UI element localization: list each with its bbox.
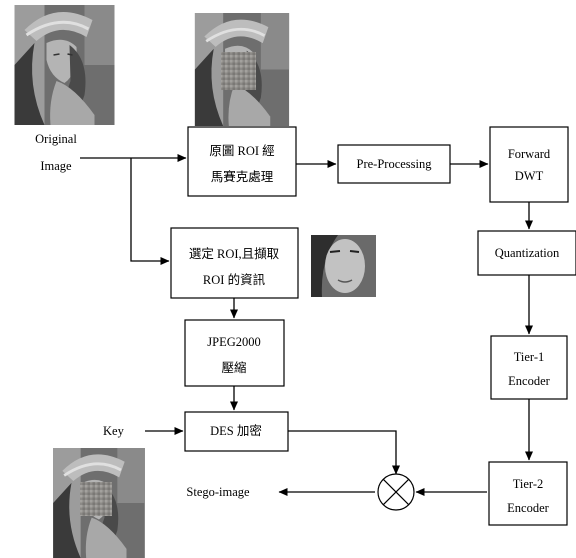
forward-label-line2: DWT [515, 169, 544, 183]
original-image [12, 5, 117, 125]
mosaic-label-line2: 馬賽克處理 [211, 169, 274, 184]
arrow-original-to-select-roi [130, 158, 170, 265]
quantization-box [477, 230, 576, 276]
mosaic-label-line1: 原圖 ROI 經 [209, 144, 274, 158]
tier2-label-line2: Encoder [507, 501, 549, 515]
stego-image [51, 448, 147, 558]
tier1-encoder-box [490, 335, 568, 400]
mosaic-image [193, 13, 291, 126]
tier2-encoder-box [488, 461, 568, 526]
xor-combiner [377, 473, 415, 511]
connectors [80, 154, 533, 496]
preprocessing-box [337, 144, 451, 184]
original-label-line2: Image [40, 159, 72, 173]
select-roi-label-line2: ROI 的資訊 [203, 272, 266, 287]
tier2-label-line1: Tier-2 [513, 477, 544, 491]
tier1-label-line1: Tier-1 [514, 350, 545, 364]
quantization-label: Quantization [495, 246, 560, 260]
des-encrypt-box [184, 411, 289, 452]
preprocessing-label: Pre-Processing [357, 157, 433, 171]
original-label-line1: Original [35, 132, 77, 146]
select-roi-label-line1: 選定 ROI,且擷取 [189, 246, 280, 261]
roi-face-image [311, 235, 376, 297]
arrow-des-to-xor [288, 430, 400, 475]
mosaic-process-box [187, 126, 297, 197]
tier1-label-line2: Encoder [508, 374, 550, 388]
forward-dwt-box [489, 126, 569, 203]
jpeg2000-box [184, 319, 285, 387]
jpeg-label-line2: 壓縮 [221, 360, 246, 375]
stego-label: Stego-image [186, 485, 250, 499]
des-label: DES 加密 [210, 423, 262, 438]
select-roi-box [170, 227, 299, 299]
jpeg-label-line1: JPEG2000 [207, 335, 260, 349]
forward-label-line1: Forward [508, 147, 551, 161]
key-label: Key [103, 424, 125, 438]
